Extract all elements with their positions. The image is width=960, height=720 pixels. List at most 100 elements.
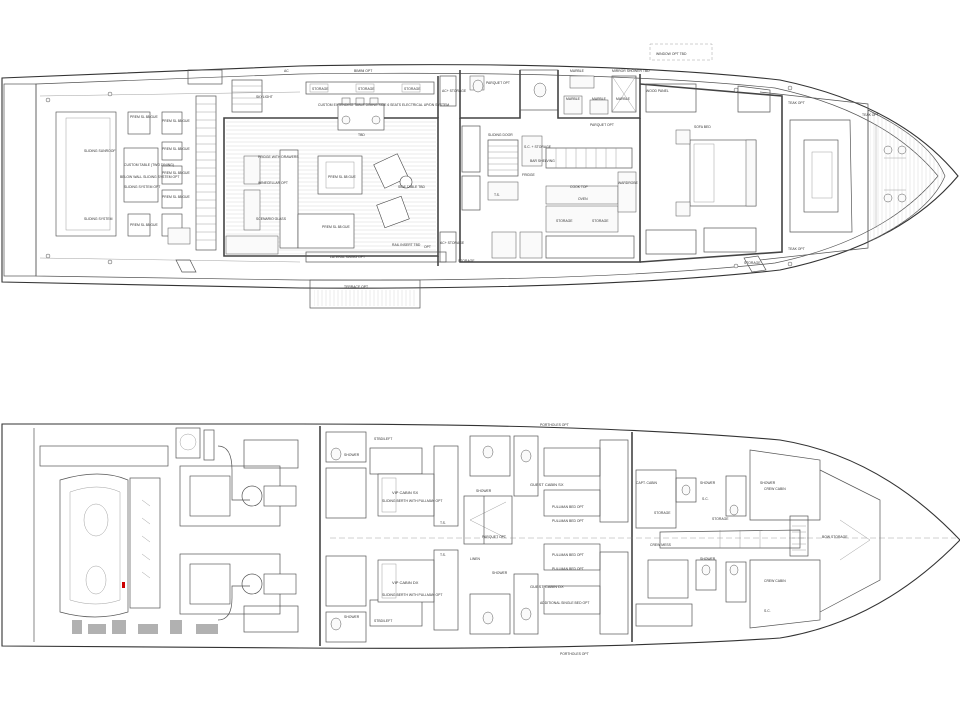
label-crew-cabin-1: CREW CABIN [764, 487, 786, 491]
saloon-sofa-aft [279, 149, 299, 249]
label-marble-3: MARBLE [592, 97, 607, 101]
label-parquet-2: PARQUET OPT [590, 123, 614, 127]
label-wine-cellar: WINECELLAR OPT [258, 181, 288, 185]
label-prem-3: PREM SL 88 GUE [162, 147, 191, 151]
label-portholes-top: PORTHOLES OPT [540, 423, 569, 427]
label-storage-3: STORAGE [404, 87, 421, 91]
galley [459, 118, 641, 263]
crew-area [635, 449, 881, 629]
label-ts-1: T.S. [440, 521, 446, 525]
label-sc-2: S.C. [764, 609, 771, 613]
label-marble-4: MARBLE [616, 97, 631, 101]
label-storage-5: STORAGE [592, 219, 609, 223]
guest-cabin-port [469, 435, 629, 523]
label-fridge-drawers: FRIDGE WITH DRAWERS [258, 155, 299, 159]
label-storage-l2: STORAGE [712, 517, 729, 521]
label-terrace-opt: TERRACE OPT [344, 285, 368, 289]
label-shower-5: SHOWER [700, 481, 716, 485]
label-teak-opt-3: TEAK OPT [788, 247, 805, 251]
label-scenario-glass: SCENARIO GLASS [256, 217, 287, 221]
label-prem-living-1: PREM SL 88 GUE [328, 175, 357, 179]
label-parquet-1: PARQUET OPT [486, 81, 510, 85]
engine-room [179, 439, 299, 633]
label-prem-1: PREM SL 88 GUE [130, 115, 159, 119]
label-linen: LINEN [470, 557, 481, 561]
label-storage-1: STORAGE [312, 87, 329, 91]
label-bar-shelving: BAR SHELVING [530, 159, 555, 163]
foredeck-teak [870, 110, 944, 242]
label-sliding-door: SLIDING DOOR [488, 133, 513, 137]
label-shower-1: SHOWER [344, 453, 360, 457]
label-prem-4: PREM SL 88 GUE [162, 171, 191, 175]
foredeck-lounge [759, 91, 869, 261]
label-side-table: SIDE TABLE TBD [398, 185, 425, 189]
label-cook-top: COOK TOP [570, 185, 589, 189]
vip-cabin-port [325, 431, 459, 527]
label-ac: AC [284, 69, 289, 73]
label-shower-3: SHOWER [476, 489, 492, 493]
vip-cabin-stbd [325, 549, 459, 643]
label-pullman-1: PULLMAN BED OPT [552, 505, 584, 509]
label-teak-opt-2: TEAK OPT [862, 113, 879, 117]
label-shower-6: SHOWER [700, 557, 716, 561]
label-vip-bottom: VIP CABIN DX [392, 580, 419, 585]
label-storage-fwd: STORAGE [744, 261, 761, 265]
label-sailing-wing: LATERAL SWING OPT [330, 255, 365, 259]
label-fridge: FRIDGE [522, 173, 536, 177]
label-capt-cabin: CAPT. CABIN [636, 481, 657, 485]
label-shower-4: SHOWER [492, 571, 508, 575]
label-prem-6: PREM SL 88 GUE [130, 223, 159, 227]
label-sliding-berth-2: SLIDING BERTH WITH PULLMAN OPT [382, 593, 442, 597]
label-teak-opt-1: TEAK OPT [788, 101, 805, 105]
label-stbd-1: STBD/LEFT [374, 437, 392, 441]
anchor-windlass [883, 145, 907, 203]
main-deck-plan: AC SKYLIGHT BIMINI OPT STORAGE STORAGE S… [1, 43, 959, 309]
label-custom-table: CUSTOM EXTENDING TABLE DINING SIDE 6 SEA… [318, 103, 449, 107]
tender-garage [39, 445, 169, 618]
stairs-central [463, 495, 513, 545]
label-mirror-shower: MIRROR SHOWER TBD [612, 69, 650, 73]
label-wardrobe: WARDROBE [618, 181, 639, 185]
label-ts-2: T.S. [440, 553, 446, 557]
master-bath [557, 70, 641, 119]
label-crew-mess: CREW MESS [650, 543, 672, 547]
stairs-aft [195, 95, 217, 251]
master-cabin [639, 83, 783, 263]
label-additional: ADDITIONAL SINGLE BED OPT [540, 601, 589, 605]
label-custom-table-aft: CUSTOM TABLE (TWO DINING) [124, 163, 174, 167]
label-prem-2: PREM SL 88 GUE [162, 119, 191, 123]
label-oven: OVEN [578, 197, 588, 201]
label-rail-insert: RAIL INSERT TBD [392, 243, 421, 247]
label-crew-cabin-2: CREW CABIN [764, 579, 786, 583]
label-ac-storage-bottom: AC+ STORAGE [440, 241, 465, 245]
stairs-flybridge [231, 79, 263, 113]
label-sliding-sunroof: SLIDING SUNROOF [84, 149, 115, 153]
label-parquet-lower: PARQUET OPT [482, 535, 506, 539]
label-guest-top: GUEST CABIN SX [530, 482, 564, 487]
lower-deck-hull [1, 423, 960, 649]
label-portholes-bottom: PORTHOLES OPT [560, 652, 589, 656]
label-shower-7: SHOWER [760, 481, 776, 485]
label-stbd-2: STBD/LEFT [374, 619, 392, 623]
label-sliding-system-2: SLIDING SYSTEM [84, 217, 113, 221]
label-sliding-system-opt: SLIDING SYSTEM OPT [124, 185, 160, 189]
label-marble-1: MARBLE [570, 69, 585, 73]
label-guest-bottom: GUEST CABIN DX [530, 584, 564, 589]
label-marble-2: MARBLE [566, 97, 581, 101]
day-head [459, 69, 559, 119]
label-window-opt: WINDOW OPT TBD [656, 52, 687, 56]
label-storage-aft: STORAGE [458, 259, 475, 263]
aft-table [123, 147, 159, 203]
label-pullman-4: PULLMAN BED OPT [552, 567, 584, 571]
label-pullman-3: PULLMAN BED OPT [552, 553, 584, 557]
saloon-coffee-table [317, 155, 363, 195]
label-opt-small: OPT [424, 245, 431, 249]
label-below-sliding: BELOW WALL SLIDING SYSTEM OPT [120, 175, 179, 179]
watermark-fragment [72, 620, 218, 634]
aft-teak-platform [3, 83, 37, 277]
label-skylight: SKYLIGHT [256, 95, 273, 99]
label-sc-1: S.C. [702, 497, 709, 501]
label-sofa-bed: SOFA BED [694, 125, 711, 129]
main-deck-hull [1, 64, 959, 289]
